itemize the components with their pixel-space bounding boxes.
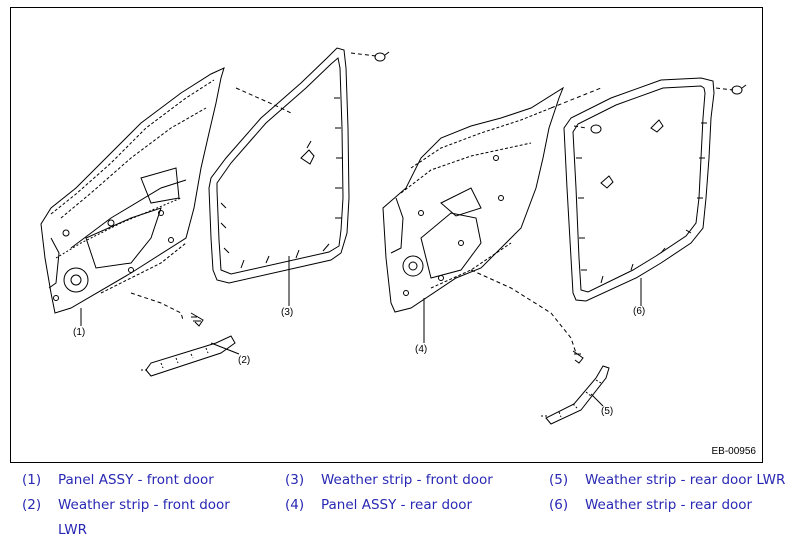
legend-label: Weather strip - rear door LWR [585, 472, 786, 488]
front-lower-strip [141, 335, 236, 377]
legend: (1) Panel ASSY - front door (2) Weather … [0, 466, 805, 543]
front-weather-strip [208, 47, 350, 284]
legend-number: (6) [549, 497, 569, 513]
callout-2: (2) [238, 355, 251, 366]
legend-number: (1) [22, 472, 42, 488]
callout-3: (3) [281, 307, 294, 318]
legend-number: (2) [22, 497, 42, 513]
callout-1: (1) [73, 327, 86, 338]
legend-number: (3) [285, 472, 305, 488]
legend-label: Weather strip - rear door [585, 497, 753, 513]
legend-label: Panel ASSY - rear door [321, 497, 473, 513]
legend-label: Weather strip - front door [58, 497, 230, 513]
callout-4: (4) [415, 344, 428, 355]
diagram-drawing [40, 47, 747, 425]
legend-label: Panel ASSY - front door [58, 472, 214, 488]
rear-door-panel [382, 86, 565, 313]
legend-label: Weather strip - front door [321, 472, 493, 488]
legend-number: (4) [285, 497, 305, 513]
callout-5: (5) [601, 406, 614, 417]
rear-weather-strip [563, 77, 715, 302]
exploded-diagram: (1) (2) (3) (4) (5) (6) EB-00956 [10, 7, 763, 463]
legend-label-continued: LWR [58, 522, 88, 538]
figure-id: EB-00956 [711, 446, 756, 457]
legend-number: (5) [549, 472, 569, 488]
rear-lower-strip [541, 365, 610, 425]
front-door-panel [40, 67, 225, 314]
callout-6: (6) [633, 306, 646, 317]
